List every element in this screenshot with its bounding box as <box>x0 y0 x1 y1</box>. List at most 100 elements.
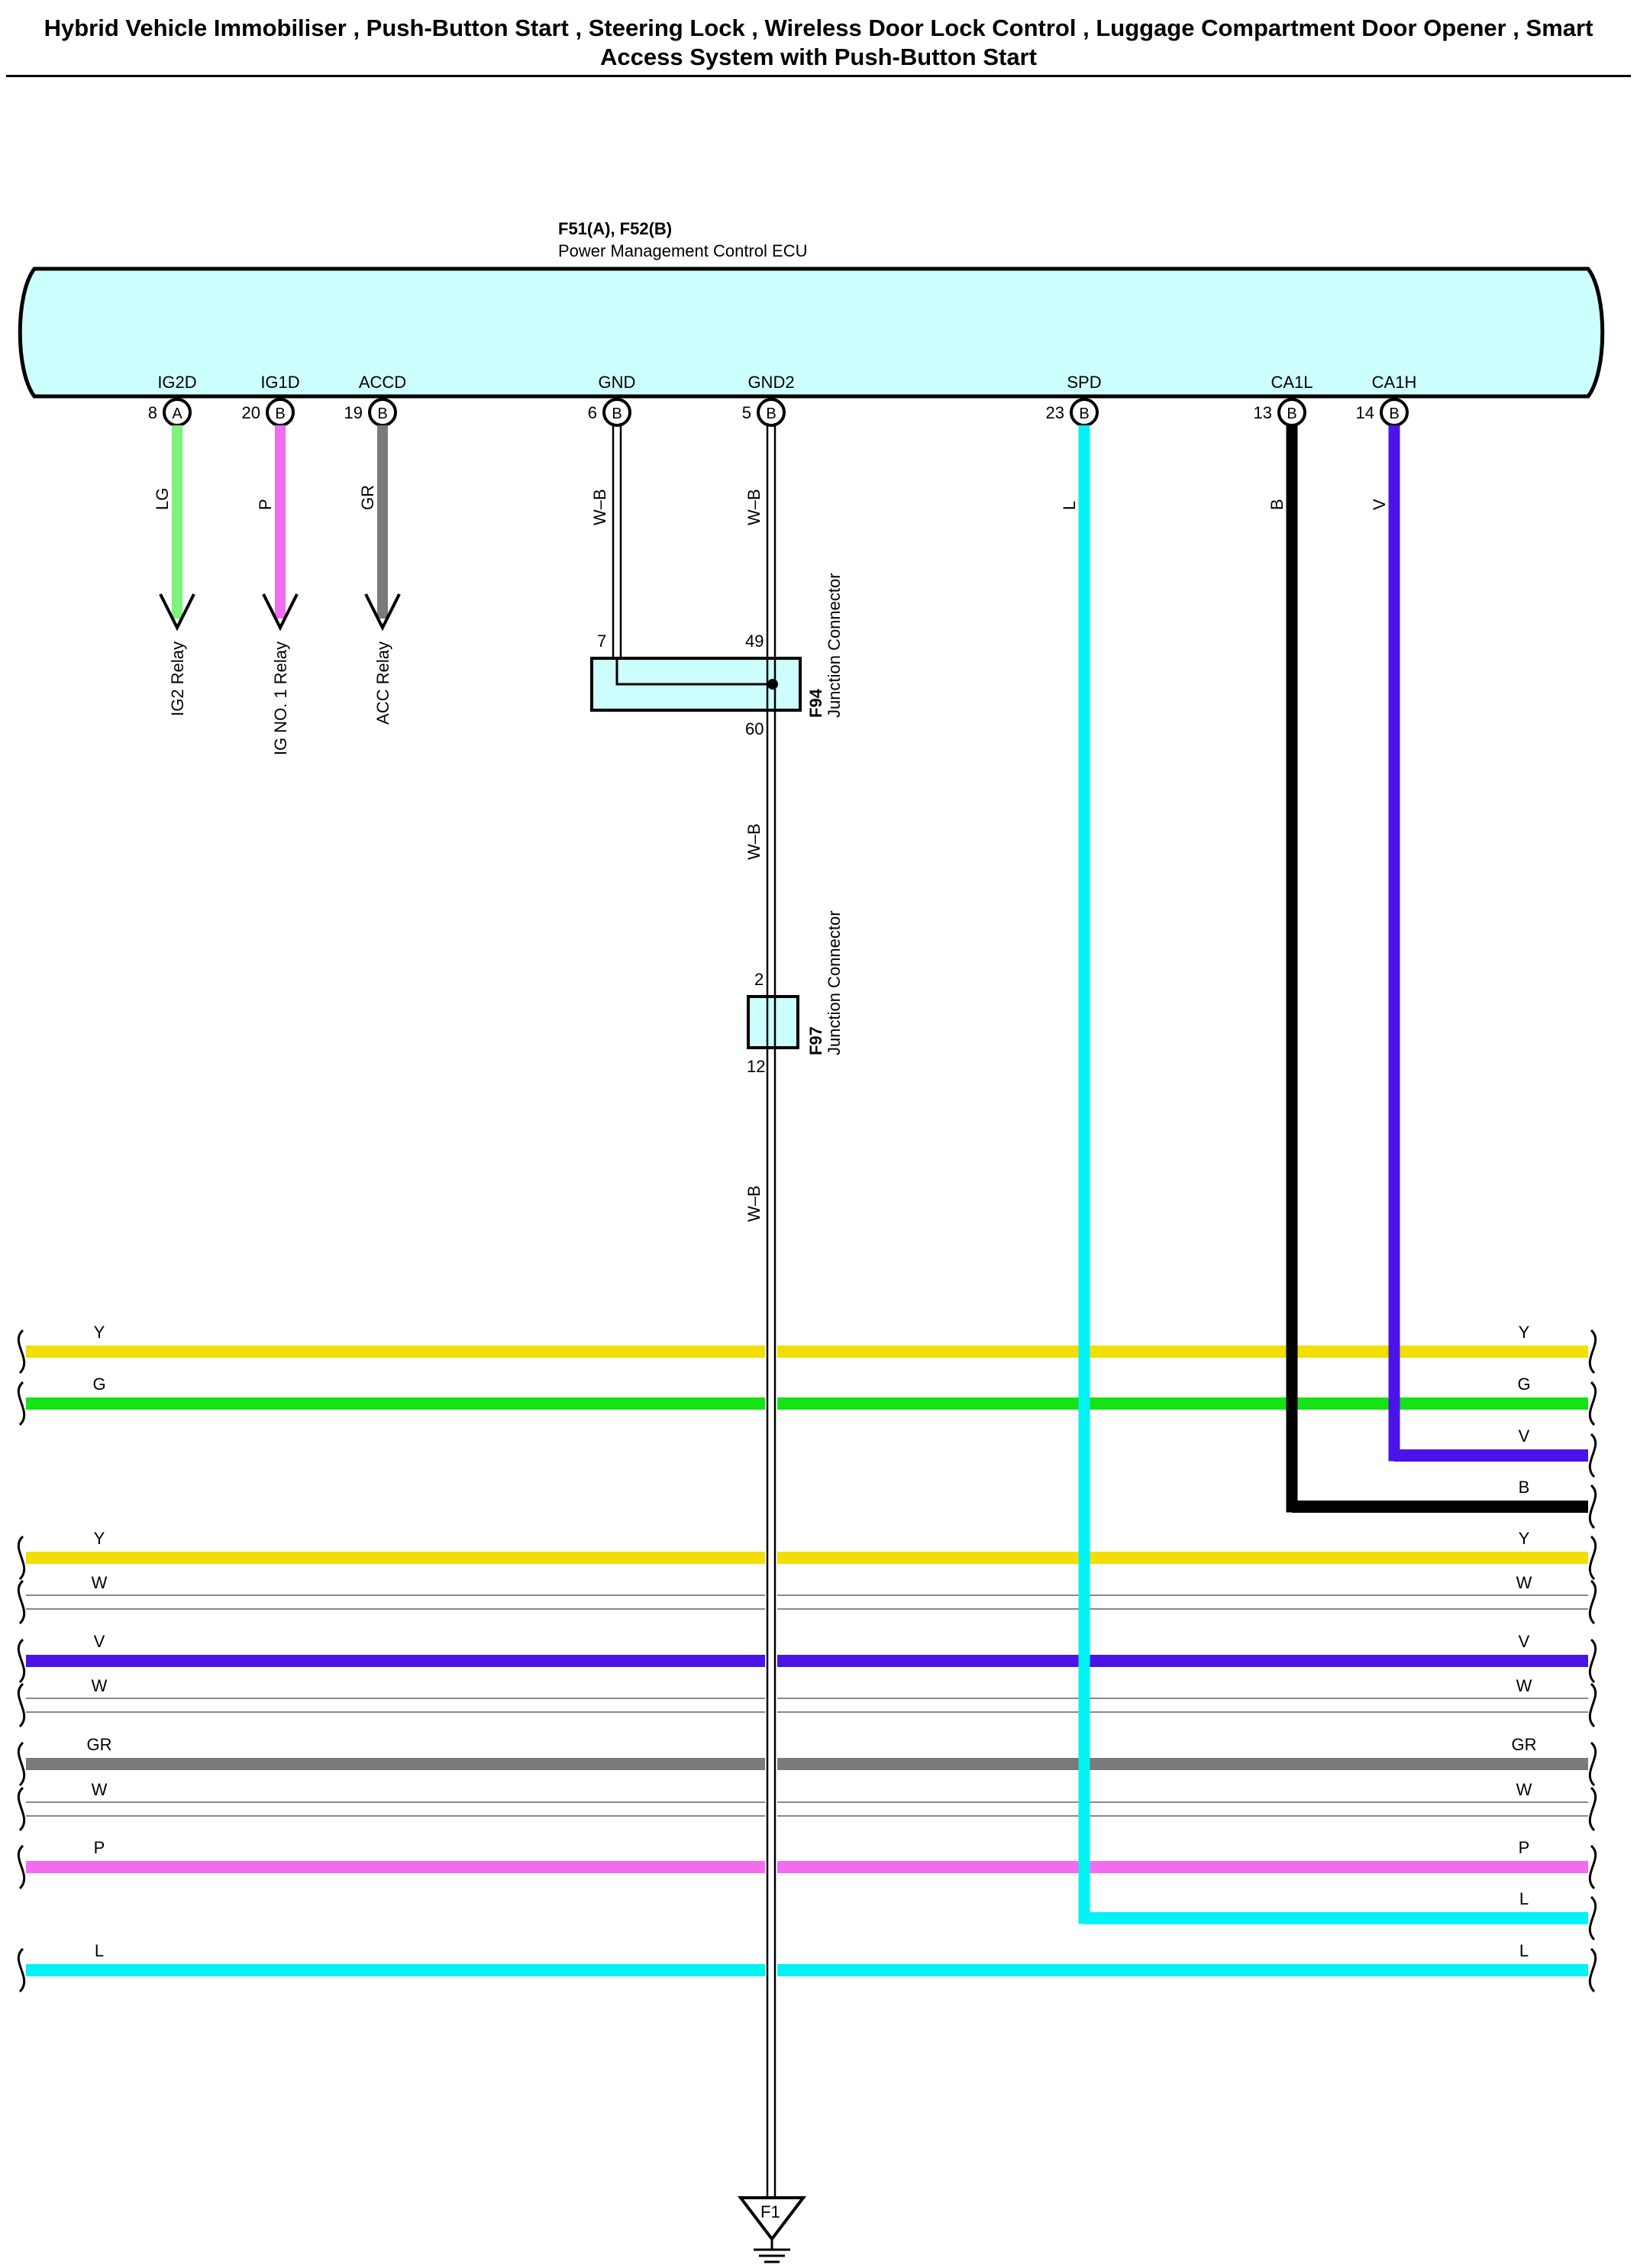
relay-wire-color-accd: GR <box>358 485 377 510</box>
ecu-pin-connector-gnd2: B <box>766 405 776 422</box>
bus-wire-6-left-break <box>17 1638 26 1684</box>
ecu-pin-number-gnd: 6 <box>588 403 597 422</box>
bus-wire-10-left-label: P <box>94 1838 105 1857</box>
ecu-terminal-accd: ACCD <box>359 373 406 392</box>
ecu-pin-number-spd: 23 <box>1046 403 1064 422</box>
title-divider <box>6 75 1631 77</box>
relay-wire-color-ig2d: LG <box>153 488 172 510</box>
bus-wire-5-right-label: W <box>1516 1573 1532 1592</box>
ecu-terminal-spd: SPD <box>1067 373 1101 392</box>
diagram-title: Hybrid Vehicle Immobiliser , Push-Button… <box>0 14 1637 72</box>
bus-wire-7-left-break <box>17 1682 26 1728</box>
f94-pin-7: 7 <box>597 632 606 651</box>
bus-wire-9-left-break <box>17 1786 26 1832</box>
ecu-pin-number-accd: 19 <box>344 403 363 422</box>
gnd-wire-label: W–B <box>590 489 609 525</box>
bus-wire-4-right-break <box>1588 1535 1597 1581</box>
bus-wire-12-left-break <box>17 1947 26 1993</box>
f94-code: F94 <box>806 688 825 718</box>
ecu-pin-number-gnd2: 5 <box>742 403 751 422</box>
junction-f97: 2 12 F97 Junction Connector <box>747 910 844 1076</box>
ground-symbol: F1 <box>737 2196 807 2263</box>
wire-color-ca1l: B <box>1267 499 1287 510</box>
diagram-title-line2: Access System with Push-Button Start <box>600 44 1037 70</box>
f97-code: F97 <box>806 1026 825 1055</box>
bus-wire-4-left-break <box>17 1535 26 1581</box>
relay-arrowhead-accd <box>364 593 401 632</box>
bus-wire-7-right-break <box>1588 1682 1597 1728</box>
ground-label: F1 <box>760 2202 780 2221</box>
bus-wire-5-left-label: W <box>92 1573 108 1592</box>
ecu-terminal-ca1h: CA1H <box>1372 373 1417 392</box>
diagram-title-line1: Hybrid Vehicle Immobiliser , Push-Button… <box>44 15 1593 41</box>
f97-name: Junction Connector <box>825 910 844 1055</box>
relay-destination-accd: ACC Relay <box>373 641 392 725</box>
gnd2-wire-label: W–B <box>744 489 764 525</box>
bus-wire-5-right-break <box>1588 1579 1597 1625</box>
bus-wire-9-left-label: W <box>92 1780 108 1799</box>
bus-wire-12-left-label: L <box>95 1941 104 1960</box>
f94-pin-60: 60 <box>745 719 764 738</box>
f94-name: Junction Connector <box>825 573 844 718</box>
bus-wire-8-right-break <box>1588 1741 1597 1787</box>
f94-f97-wire-label: W–B <box>744 823 764 860</box>
ecu-connector-label: F51(A), F52(B) <box>558 219 672 238</box>
ecu-pin-connector-accd: B <box>377 405 387 422</box>
f94-name-text: Junction Connector <box>825 573 844 718</box>
bus-wire-10-left-break <box>17 1844 26 1890</box>
gnd2-crossing <box>765 1313 777 2199</box>
wire-spd <box>1078 425 1092 1924</box>
bus-wire-12-right-break <box>1588 1947 1597 1993</box>
bus-wire-10-right-break <box>1588 1844 1597 1890</box>
ecu-pin-number-ca1l: 13 <box>1254 403 1272 422</box>
bus-wire-0-left-break <box>17 1329 26 1375</box>
bus-wire-1-left-break <box>17 1381 26 1426</box>
ecu-pin-number-ca1h: 14 <box>1356 403 1374 422</box>
bus-wire-8-left-break <box>17 1741 26 1787</box>
ecu-pin-gnd <box>602 398 631 427</box>
ecu-pin-connector-ig2d: A <box>172 405 182 422</box>
bus-wire-1-right-label: G <box>1517 1375 1530 1394</box>
bus-wire-6-left-label: V <box>94 1632 105 1651</box>
bus-wire-8-right-label: GR <box>1512 1735 1537 1754</box>
ecu-terminal-ca1l: CA1L <box>1271 373 1313 392</box>
relay-wire-color-ig1d: P <box>256 499 275 510</box>
bus-wire-5-left-break <box>17 1579 26 1625</box>
ecu-pin-number-ig2d: 8 <box>148 403 157 422</box>
bus-wire-6-right-label: V <box>1519 1632 1530 1651</box>
bus-wire-11-right-label: L <box>1519 1889 1529 1908</box>
bus-wire-9-right-label: W <box>1516 1780 1532 1799</box>
bus-wire-2-right-break <box>1588 1433 1597 1478</box>
bus-wire-0-left-label: Y <box>94 1323 105 1342</box>
relay-destination-ig2d: IG2 Relay <box>168 641 187 716</box>
wire-ca1l <box>1286 425 1300 1513</box>
ecu-pin-connector-ca1h: B <box>1389 405 1399 422</box>
ecu-pin-connector-ig1d: B <box>275 405 285 422</box>
gnd-wire <box>612 423 622 658</box>
ecu-terminal-gnd: GND <box>599 373 636 392</box>
ecu-pin-number-ig1d: 20 <box>242 403 260 422</box>
ecu-terminal-ig2d: IG2D <box>157 373 196 392</box>
bus-wire-7-left-label: W <box>92 1676 108 1695</box>
ecu-body <box>18 267 1605 399</box>
bus-wire-4-left-label: Y <box>94 1529 105 1548</box>
f94-pin-49: 49 <box>745 632 764 651</box>
relay-arrowhead-ig1d <box>262 593 299 632</box>
junction-f94: 7 49 60 F94 Junction Connector <box>590 573 844 738</box>
bus-wire-1-left-label: G <box>92 1375 105 1394</box>
bus-wire-0-right-break <box>1588 1329 1597 1375</box>
ecu-pin-connector-gnd: B <box>612 405 622 422</box>
relay-destination-ig1d: IG NO. 1 Relay <box>271 641 290 755</box>
bus-wire-7-right-label: W <box>1516 1676 1532 1695</box>
bus-wire-9-right-break <box>1588 1786 1597 1832</box>
wire-color-ca1h: V <box>1370 499 1389 510</box>
wire-color-spd: L <box>1060 501 1079 510</box>
bus-wire-0-right-label: Y <box>1519 1323 1530 1342</box>
bus-wire-12-right-label: L <box>1519 1941 1529 1960</box>
bus-wire-1-right-break <box>1588 1381 1597 1426</box>
ecu-terminal-gnd2: GND2 <box>747 373 794 392</box>
ecu-pin-connector-ca1l: B <box>1287 405 1296 422</box>
ecu-pin-connector-spd: B <box>1079 405 1089 422</box>
f97-ground-wire-label: W–B <box>744 1185 764 1222</box>
